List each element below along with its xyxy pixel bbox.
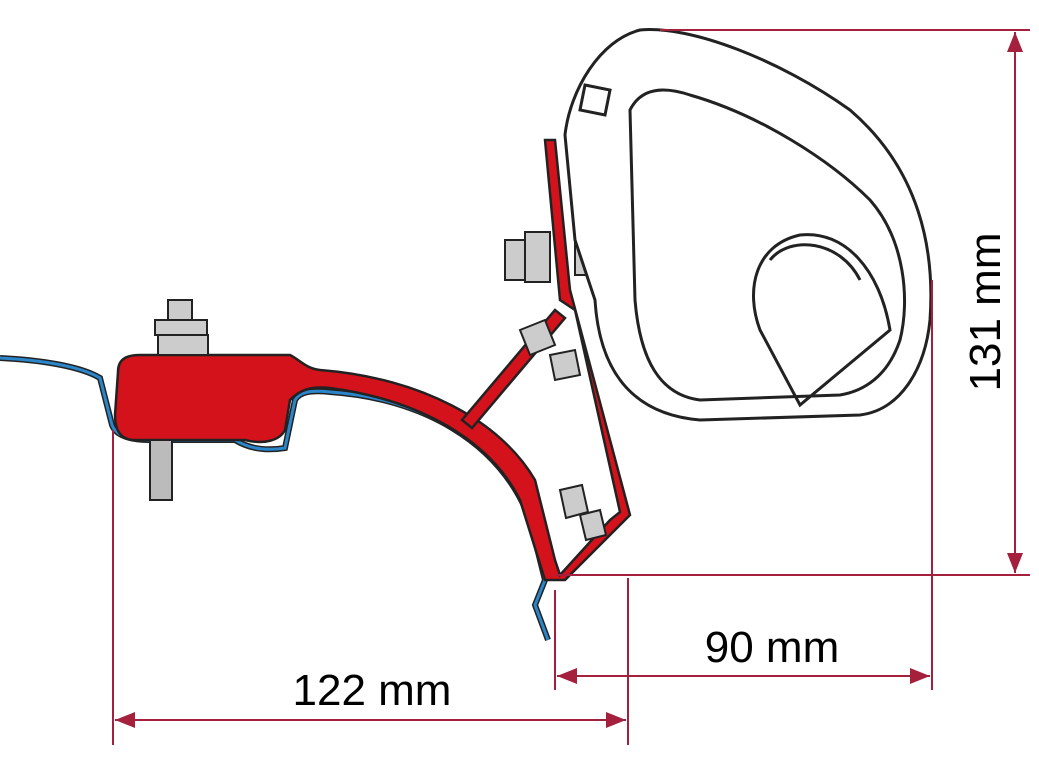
awning-housing (563, 28, 933, 422)
top-nut (154, 299, 209, 356)
mounting-stud (149, 439, 173, 501)
dimension-lines (112, 29, 1030, 745)
width-projection-label: 90 mm (705, 623, 839, 672)
width-total-label: 122 mm (293, 666, 452, 715)
height-label: 131 mm (961, 233, 1010, 392)
